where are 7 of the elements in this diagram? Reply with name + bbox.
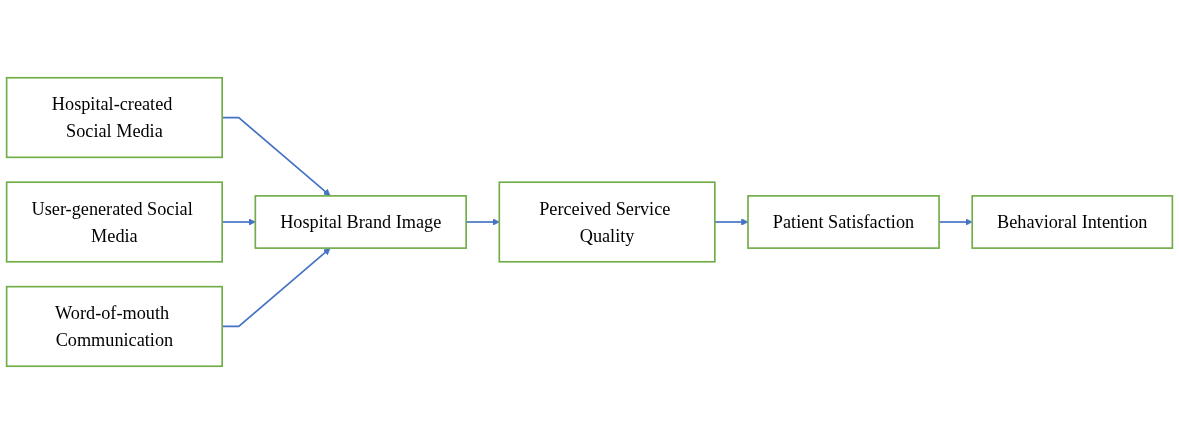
node-box: Perceived Service Quality bbox=[498, 181, 716, 263]
node-box: Word-of-mouth Communication bbox=[5, 285, 223, 368]
node-box: User-generated Social Media bbox=[5, 181, 223, 263]
node-box: Patient Satisfaction bbox=[747, 195, 940, 249]
node-box: Behavioral Intention bbox=[971, 195, 1174, 249]
node-box: Hospital-created Social Media bbox=[5, 76, 223, 159]
node-box: Hospital Brand Image bbox=[254, 195, 467, 249]
